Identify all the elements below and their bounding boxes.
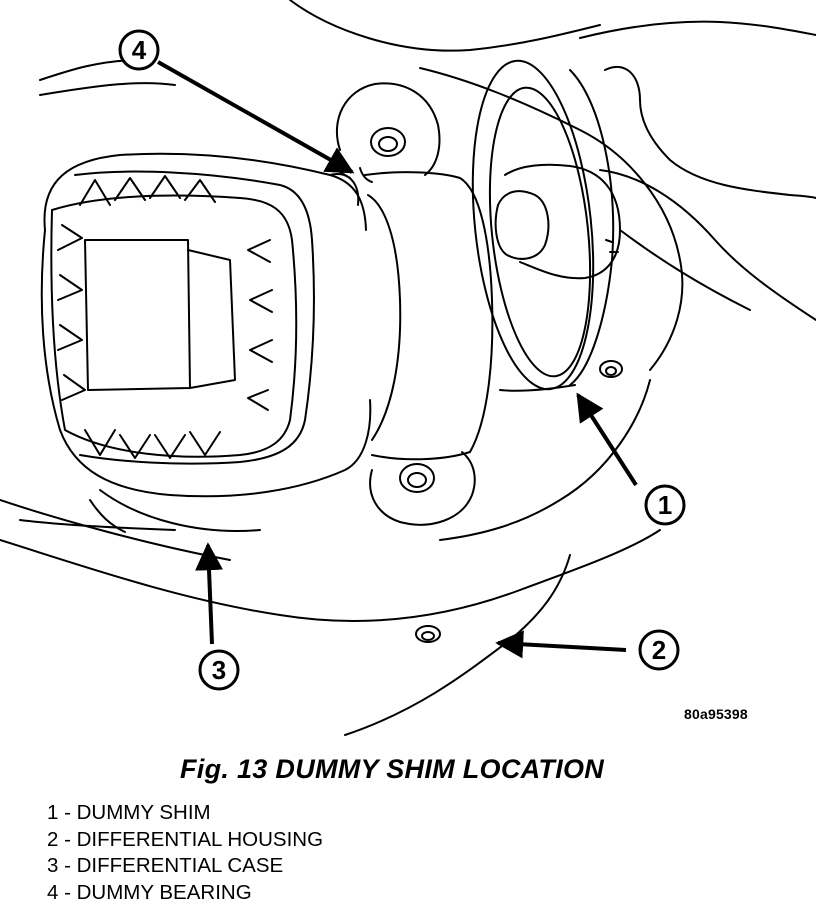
upper-bolt-boss: [335, 82, 441, 176]
dummy-shim: [471, 59, 615, 392]
hand: [494, 20, 816, 321]
arrow-callout-4: [157, 60, 355, 174]
arrow-callout-3: [195, 542, 224, 645]
differential-housing: [0, 0, 684, 736]
lower-bolt-boss: [369, 451, 476, 526]
legend-item: 1 - DUMMY SHIM: [47, 801, 211, 824]
callout-circle-4: [118, 29, 160, 71]
callout-number-1: 1: [658, 490, 672, 520]
callout-circle-3: [198, 649, 240, 691]
legend-item: 2 - DIFFERENTIAL HOUSING: [47, 827, 324, 851]
callout-circle-1: [644, 484, 686, 526]
legend-item: 3 - DIFFERENTIAL CASE: [47, 854, 284, 877]
differential-case: [40, 152, 372, 533]
dummy-bearing: [339, 167, 494, 461]
figure-code: 80a95398: [684, 706, 748, 722]
callout-number-3: 3: [212, 655, 226, 685]
callout-legend: 1 - DUMMY SHIM 2 - DIFFERENTIAL HOUSING …: [47, 800, 323, 906]
callout-circle-2: [638, 629, 680, 671]
arrow-callout-2: [495, 630, 627, 659]
callout-number-2: 2: [652, 635, 666, 665]
dummy-shim-illustration: 4 1 3 2: [0, 0, 816, 736]
callout-number-4: 4: [132, 35, 147, 65]
figure-title: Fig. 13 DUMMY SHIM LOCATION: [180, 754, 605, 784]
arrow-callout-1: [576, 392, 638, 487]
legend-item: 4 - DUMMY BEARING: [47, 880, 252, 904]
